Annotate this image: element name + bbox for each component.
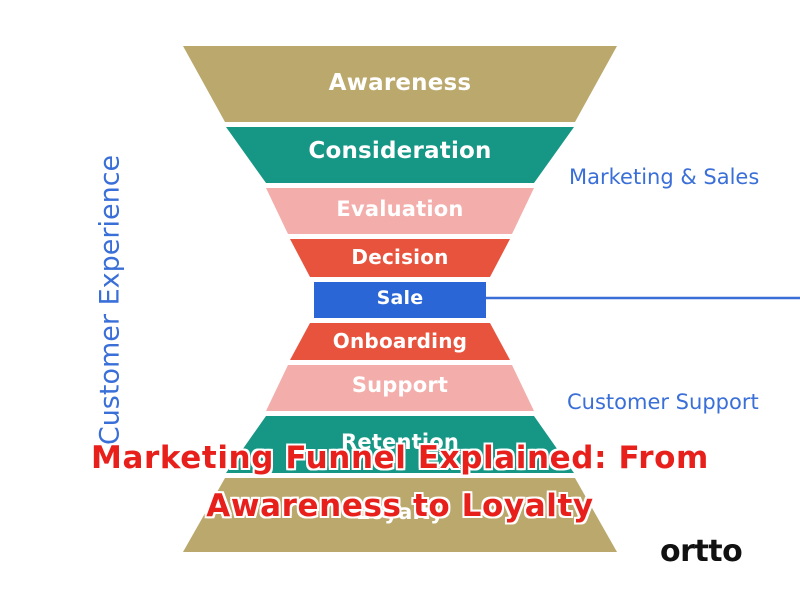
stage-label-evaluation: Evaluation — [336, 197, 464, 221]
stage-onboarding — [290, 323, 510, 360]
stage-label-decision: Decision — [351, 245, 449, 269]
stage-label-loyalty: Loyalty — [356, 500, 444, 524]
overlay-title-line-2: Awareness to Loyalty — [206, 488, 594, 524]
customer-support-label: Customer Support — [567, 390, 759, 414]
marketing-sales-label: Marketing & Sales — [569, 165, 760, 189]
stage-label-awareness: Awareness — [328, 70, 472, 96]
overlay-title-line-1: Marketing Funnel Explained: From — [91, 440, 709, 476]
stage-loyalty — [183, 478, 617, 552]
stage-label-retention: Retention — [340, 430, 460, 454]
stage-retention — [226, 416, 574, 473]
stage-consideration — [226, 127, 574, 183]
ortto-logo: ortto — [660, 534, 743, 569]
stage-awareness — [183, 46, 617, 122]
stage-decision — [290, 239, 510, 277]
stage-label-onboarding: Onboarding — [332, 329, 468, 353]
overlay-title: Marketing Funnel Explained: From Awarene… — [0, 434, 800, 530]
stage-sale — [314, 282, 486, 318]
stage-label-sale: Sale — [376, 287, 424, 309]
stage-label-support: Support — [351, 373, 449, 397]
stage-label-consideration: Consideration — [308, 138, 492, 164]
stage-support — [266, 365, 534, 411]
stage-evaluation — [266, 188, 534, 234]
customer-experience-label: Customer Experience — [94, 154, 126, 446]
